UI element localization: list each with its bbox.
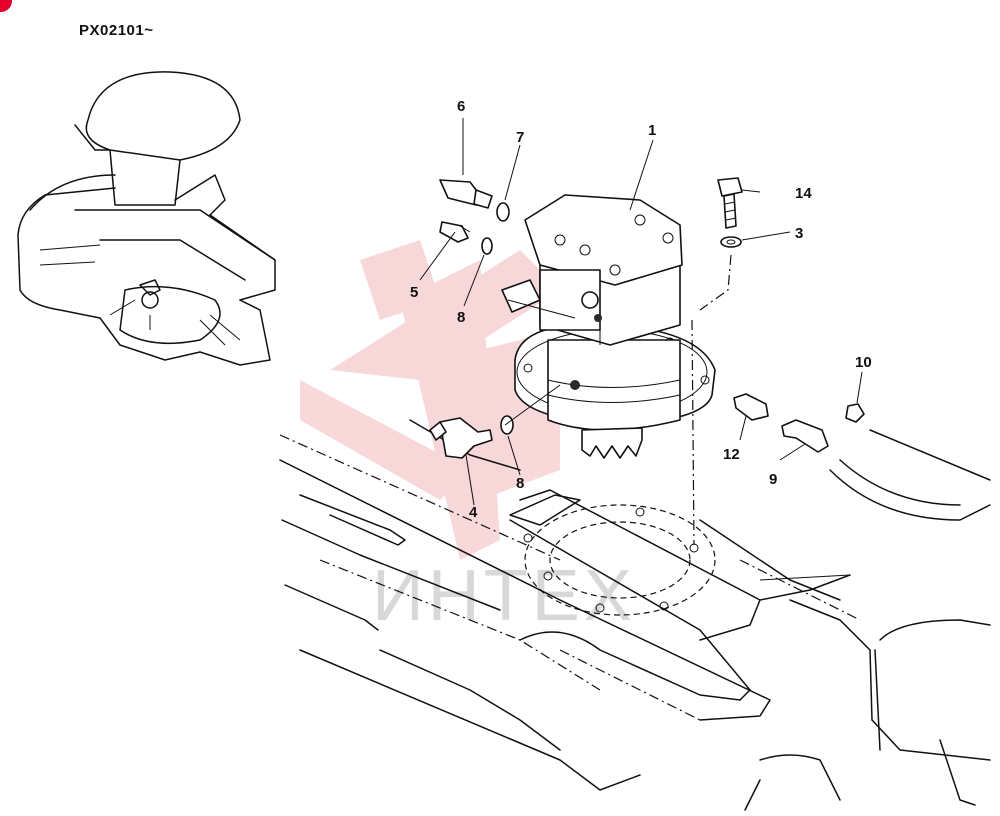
callout-12: 12: [723, 446, 740, 463]
callout-14: 14: [795, 185, 812, 202]
serial-range-label: PX02101~: [79, 22, 154, 39]
fittings-group-upper: [429, 179, 514, 459]
callout-10: 10: [855, 354, 872, 371]
mounting-circle: [523, 504, 716, 616]
callout-8-lower: 8: [516, 475, 524, 492]
fittings-group-right: [733, 393, 865, 453]
callout-7: 7: [516, 129, 524, 146]
callout-8-upper: 8: [457, 309, 465, 326]
watermark-logo: [300, 240, 560, 560]
upper-frame: [279, 419, 991, 811]
callout-5: 5: [410, 284, 418, 301]
watermark-text: ИНТЕХ: [372, 556, 636, 636]
callout-labels: 1 3 4 5 6 7 8 8 9 10 12 14: [410, 98, 872, 521]
callout-4: 4: [469, 504, 478, 521]
bolt-and-washer: [691, 177, 743, 546]
machine-overview-inset: [17, 71, 276, 366]
callout-3: 3: [795, 225, 803, 242]
callout-1: 1: [648, 122, 656, 139]
callout-9: 9: [769, 471, 777, 488]
leader-lines: [419, 118, 863, 506]
callout-6: 6: [457, 98, 465, 115]
swing-motor-assembly: [501, 194, 716, 459]
